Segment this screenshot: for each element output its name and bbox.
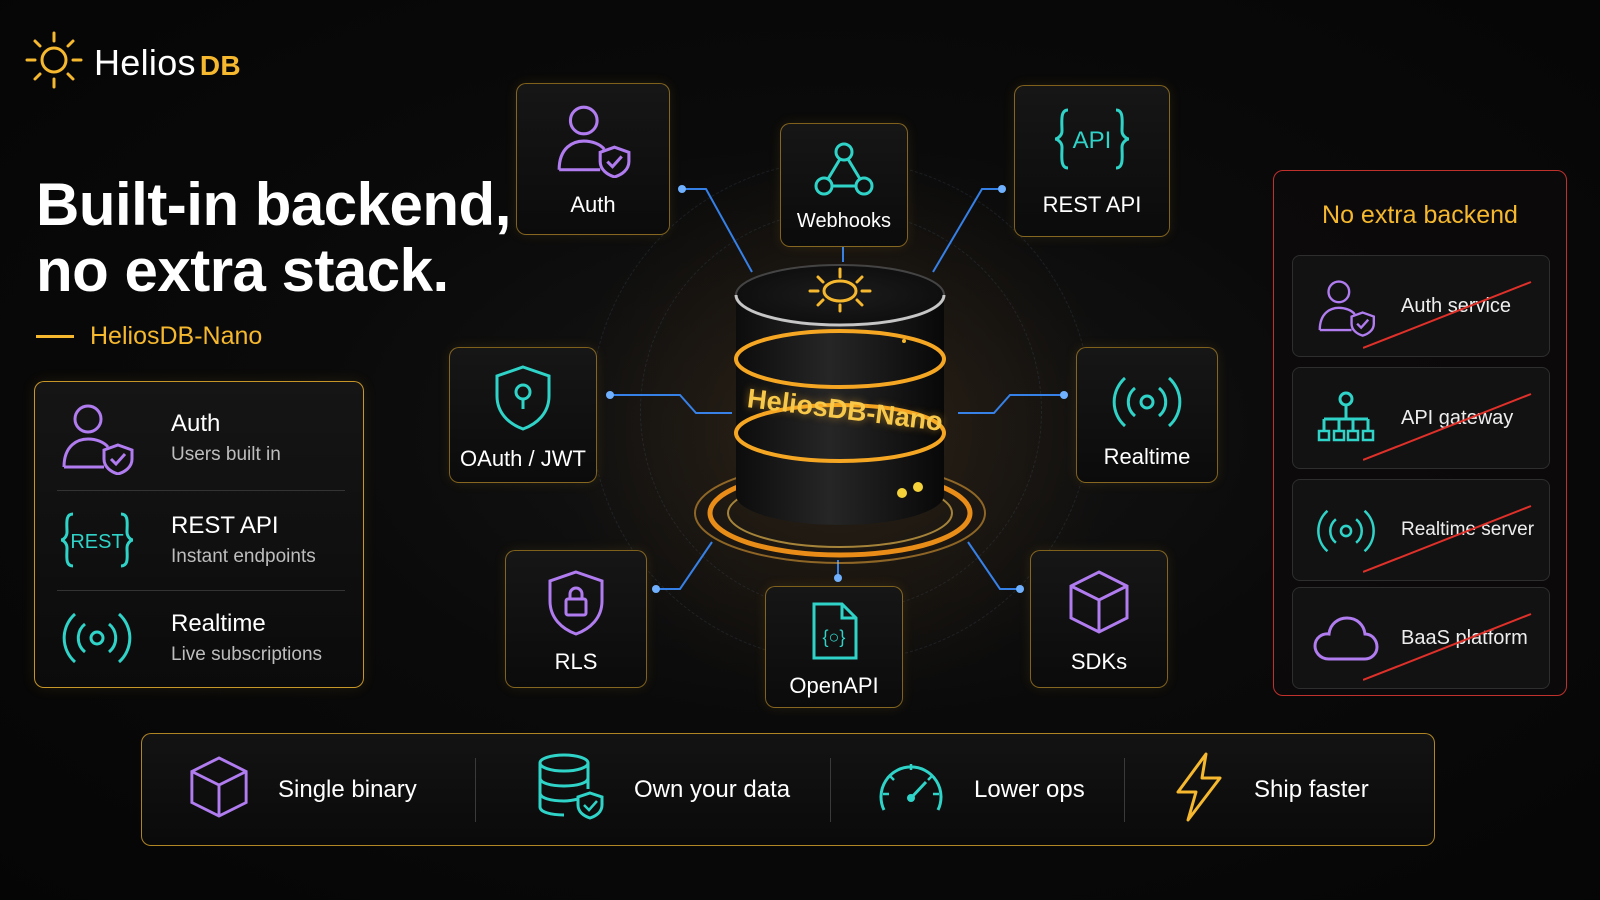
node-oauth-jwt[interactable]: OAuth / JWT — [449, 347, 597, 483]
no-extra-item-auth-service: Auth service — [1292, 255, 1550, 357]
benefit-label: Own your data — [634, 775, 791, 803]
file-code-icon: {○} — [766, 601, 902, 661]
item-label: BaaS platform — [1401, 626, 1528, 649]
feature-title: REST API — [171, 512, 279, 539]
cloud-icon — [1311, 604, 1381, 674]
feature-desc: Users built in — [171, 444, 281, 465]
user-shield-icon — [57, 398, 137, 478]
divider — [57, 590, 345, 591]
benefit-lower-ops: Lower ops — [876, 734, 1085, 845]
benefit-ship-faster: Ship faster — [1172, 734, 1369, 845]
svg-text:REST: REST — [70, 531, 123, 553]
node-realtime[interactable]: Realtime — [1076, 347, 1218, 483]
headline-line-2: no extra stack. — [36, 237, 449, 304]
node-label: Webhooks — [796, 210, 892, 232]
broadcast-icon — [1311, 496, 1381, 566]
sun-icon — [808, 267, 872, 313]
strikethrough — [1363, 613, 1532, 681]
divider — [830, 758, 831, 822]
divider — [475, 758, 476, 822]
feature-rest-api: REST REST API Instant endpoints — [57, 492, 347, 588]
item-label: Realtime server — [1401, 519, 1535, 540]
strikethrough — [1363, 505, 1532, 573]
network-tree-icon — [1311, 384, 1381, 454]
user-shield-icon — [1311, 272, 1381, 342]
node-auth[interactable]: Auth — [516, 83, 670, 235]
subtitle-dash — [36, 335, 74, 338]
benefit-own-your-data: Own your data — [536, 734, 790, 845]
cube-icon — [1031, 569, 1167, 635]
node-webhooks[interactable]: Webhooks — [780, 123, 908, 247]
headline-line-1: Built-in backend, — [36, 171, 511, 238]
database-cylinder — [694, 264, 986, 564]
benefit-label: Lower ops — [974, 775, 1085, 803]
node-sdks[interactable]: SDKs — [1030, 550, 1168, 688]
feature-auth: Auth Users built in — [57, 390, 347, 486]
svg-text:API: API — [1073, 127, 1112, 154]
divider — [57, 490, 345, 491]
connector-sdks — [967, 541, 1020, 590]
feature-desc: Instant endpoints — [171, 546, 316, 567]
shield-keyhole-icon — [450, 364, 596, 432]
connector-rest — [932, 188, 1002, 273]
strikethrough — [1363, 393, 1532, 461]
panel-title: No extra backend — [1322, 201, 1518, 229]
node-label: RLS — [554, 649, 598, 674]
connector-oauth — [610, 394, 732, 414]
no-extra-backend-panel: No extra backend Auth service — [1273, 170, 1567, 696]
broadcast-icon — [1077, 372, 1217, 432]
strikethrough — [1363, 281, 1532, 349]
node-label: Realtime — [1103, 444, 1191, 469]
feature-card: Auth Users built in REST REST API Instan… — [34, 381, 364, 688]
feature-desc: Live subscriptions — [171, 644, 323, 665]
lightning-icon — [1172, 752, 1226, 827]
connector-auth — [682, 188, 753, 273]
node-rls[interactable]: RLS — [505, 550, 647, 688]
node-label: Auth — [570, 192, 616, 217]
shield-lock-icon — [506, 569, 646, 637]
no-extra-item-baas-platform: BaaS platform — [1292, 587, 1550, 689]
connector-rls — [656, 541, 713, 590]
connector-realtime — [958, 394, 1064, 414]
node-label: REST API — [1042, 192, 1142, 217]
divider — [1124, 758, 1125, 822]
broadcast-icon — [57, 598, 137, 678]
sun-icon — [24, 30, 84, 95]
database-shield-icon — [536, 753, 606, 826]
node-rest-api[interactable]: API REST API — [1014, 85, 1170, 237]
rest-braces-icon: REST — [57, 500, 137, 580]
page-title: Built-in backend, no extra stack. — [36, 171, 511, 304]
feature-title: Auth — [171, 410, 221, 437]
benefits-bar: Single binary Own your data — [141, 733, 1435, 846]
subtitle-text: HeliosDB-Nano — [90, 322, 263, 350]
subtitle: HeliosDB-Nano — [36, 322, 262, 351]
webhook-icon — [781, 138, 907, 200]
feature-realtime: Realtime Live subscriptions — [57, 590, 347, 686]
no-extra-item-api-gateway: API gateway — [1292, 367, 1550, 469]
cube-icon — [188, 754, 250, 825]
benefit-label: Ship faster — [1254, 775, 1369, 803]
user-shield-icon — [517, 102, 669, 178]
node-openapi[interactable]: {○} OpenAPI — [765, 586, 903, 708]
gauge-icon — [876, 756, 946, 823]
benefit-label: Single binary — [278, 775, 417, 803]
api-braces-icon: API — [1015, 106, 1169, 172]
node-label: SDKs — [1070, 649, 1128, 674]
node-label: OAuth / JWT — [460, 446, 586, 471]
svg-text:{○}: {○} — [823, 627, 846, 647]
benefit-single-binary: Single binary — [188, 734, 417, 845]
feature-title: Realtime — [171, 610, 266, 637]
no-extra-item-realtime-server: Realtime server — [1292, 479, 1550, 581]
node-label: OpenAPI — [789, 673, 879, 698]
